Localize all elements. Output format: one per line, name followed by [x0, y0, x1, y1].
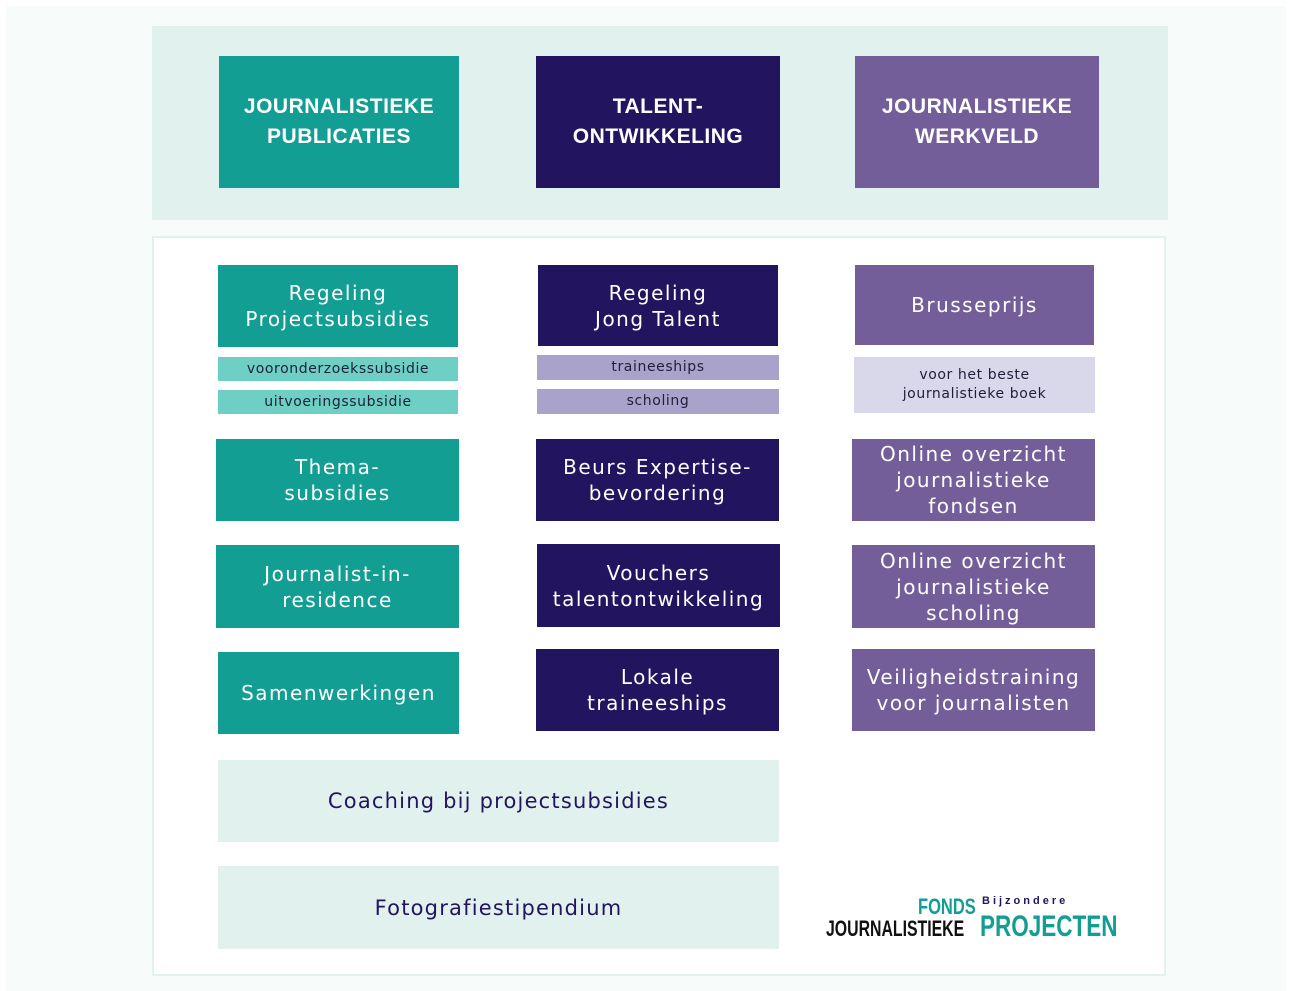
online-overzicht-scholing-box: Online overzicht journalistieke scholing	[852, 545, 1095, 628]
header-journalistieke-werkveld: JOURNALISTIEKE WERKVELD	[855, 56, 1099, 188]
brusseprijs-box: Brusseprijs	[855, 265, 1094, 345]
lokale-traineeships-box: Lokale traineeships	[536, 649, 779, 731]
brusseprijs-description: voor het beste journalistieke boek	[854, 357, 1095, 413]
logo-projecten-text: PROJECTEN	[980, 910, 1118, 943]
regeling-jong-talent-box: Regeling Jong Talent	[538, 265, 778, 346]
scholing-label: scholing	[537, 389, 779, 414]
journalist-in-residence-box: Journalist-in- residence	[216, 545, 459, 628]
logo-fonds-text: FONDS	[918, 894, 976, 919]
fonds-bijzondere-journalistieke-projecten-logo: FONDS Bijzondere JOURNALISTIEKE PROJECTE…	[826, 892, 1118, 943]
samenwerkingen-box: Samenwerkingen	[218, 652, 459, 734]
beurs-expertisebevordering-box: Beurs Expertise- bevordering	[536, 439, 779, 521]
veiligheidstraining-box: Veiligheidstraining voor journalisten	[852, 649, 1095, 731]
fotografiestipendium-box: Fotografiestipendium	[218, 866, 779, 949]
regeling-projectsubsidies-box: Regeling Projectsubsidies	[218, 265, 458, 347]
traineeships-label: traineeships	[537, 355, 779, 380]
online-overzicht-fondsen-box: Online overzicht journalistieke fondsen	[852, 439, 1095, 521]
header-journalistieke-publicaties: JOURNALISTIEKE PUBLICATIES	[219, 56, 459, 188]
uitvoeringssubsidie-label: uitvoeringssubsidie	[218, 390, 458, 414]
header-talentontwikkeling: TALENT- ONTWIKKELING	[536, 56, 780, 188]
vouchers-talentontwikkeling-box: Vouchers talentontwikkeling	[537, 544, 780, 627]
thema-subsidies-box: Thema- subsidies	[216, 439, 459, 521]
logo-bijzondere-text: Bijzondere	[982, 895, 1069, 907]
logo-journalistieke-text: JOURNALISTIEKE	[826, 916, 965, 941]
vooronderzoekssubsidie-label: vooronderzoekssubsidie	[218, 357, 458, 381]
coaching-projectsubsidies-box: Coaching bij projectsubsidies	[218, 760, 779, 842]
